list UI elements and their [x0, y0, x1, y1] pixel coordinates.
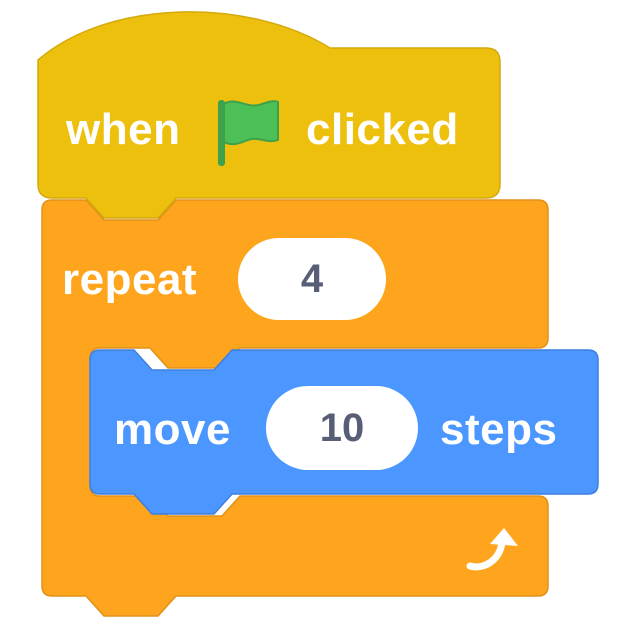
steps-label: steps	[440, 405, 558, 454]
move-steps-input[interactable]: 10	[266, 386, 418, 470]
hat-label-when: when	[66, 105, 181, 154]
loop-arrow-icon	[466, 528, 518, 571]
hat-label-clicked: clicked	[306, 105, 459, 154]
repeat-label: repeat	[62, 255, 198, 304]
move-label: move	[114, 405, 231, 454]
repeat-block[interactable]	[41, 199, 549, 617]
green-flag-icon[interactable]	[214, 96, 284, 170]
repeat-count-input[interactable]: 4	[238, 238, 386, 320]
